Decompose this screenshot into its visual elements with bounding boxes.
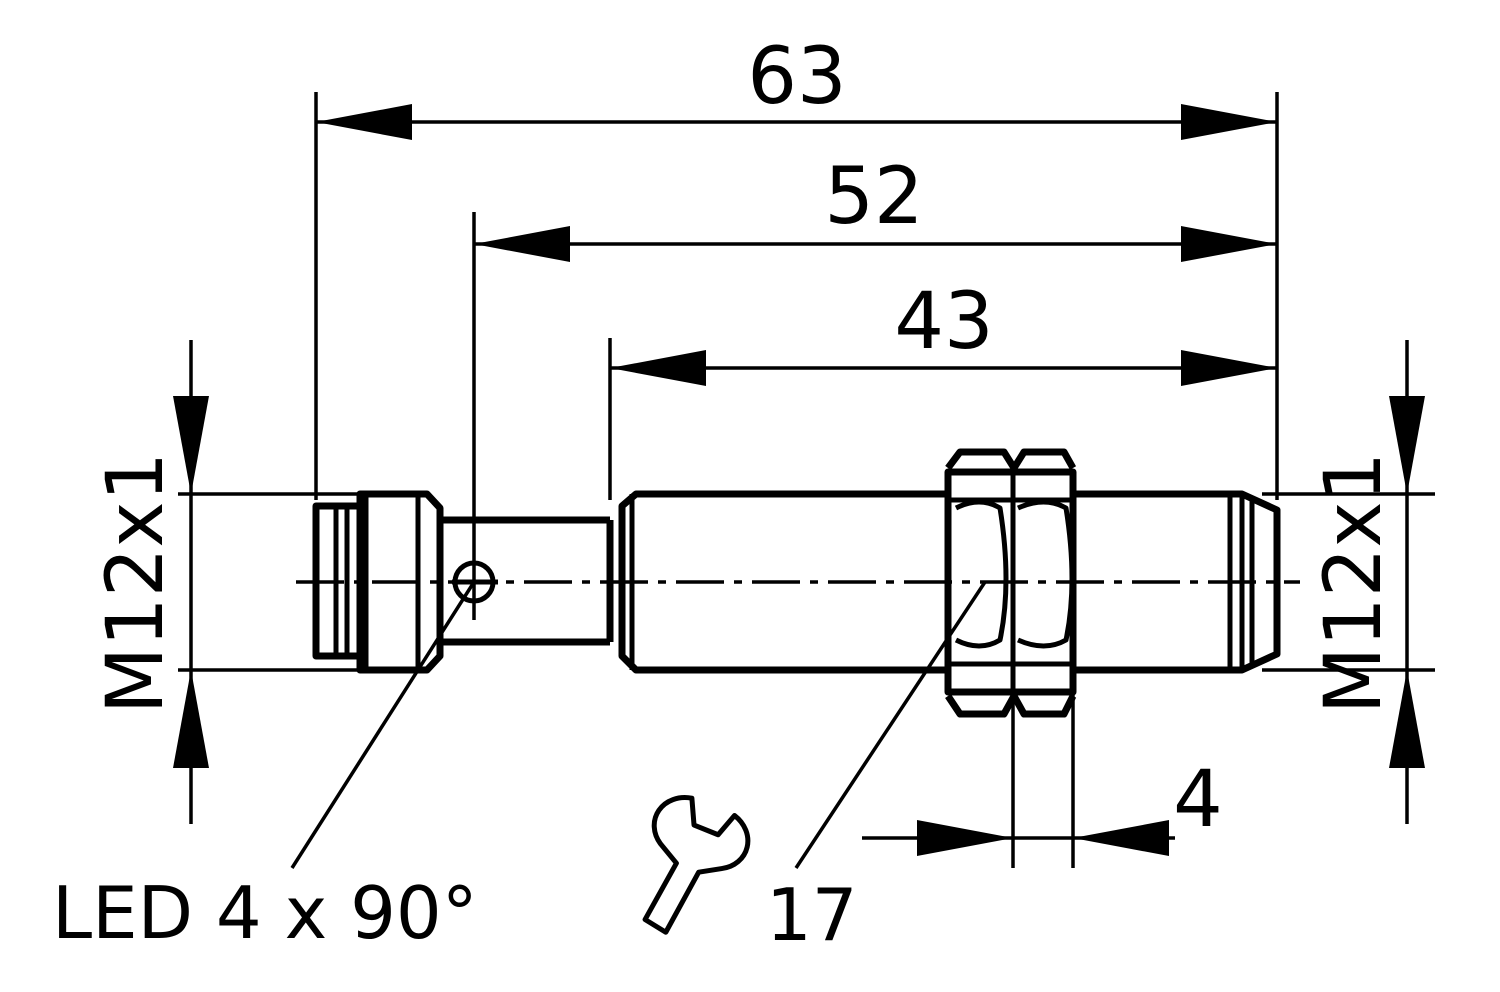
dimension-thread-left: M12x1: [91, 340, 400, 824]
dimension-label-4: 4: [1173, 755, 1223, 845]
wrench-icon: [642, 795, 751, 935]
dimension-43: 43: [610, 277, 1277, 386]
extension-lines: [314, 92, 1279, 868]
led-label: LED 4 x 90°: [52, 871, 478, 955]
dimension-thread-right: M12x1: [1262, 340, 1435, 824]
dimension-label-52: 52: [824, 152, 923, 242]
dimension-label-63: 63: [747, 32, 846, 122]
leader-lines: [290, 581, 987, 869]
wrench-size-label: 17: [766, 873, 858, 957]
dimension-52: 52: [474, 152, 1277, 262]
dimension-label-43: 43: [894, 277, 993, 367]
dimension-4: 4: [862, 755, 1223, 856]
led-marker: [452, 560, 498, 604]
thread-label-right: M12x1: [1309, 452, 1399, 714]
dimension-63: 63: [316, 32, 1277, 140]
thread-label-left: M12x1: [91, 452, 181, 714]
